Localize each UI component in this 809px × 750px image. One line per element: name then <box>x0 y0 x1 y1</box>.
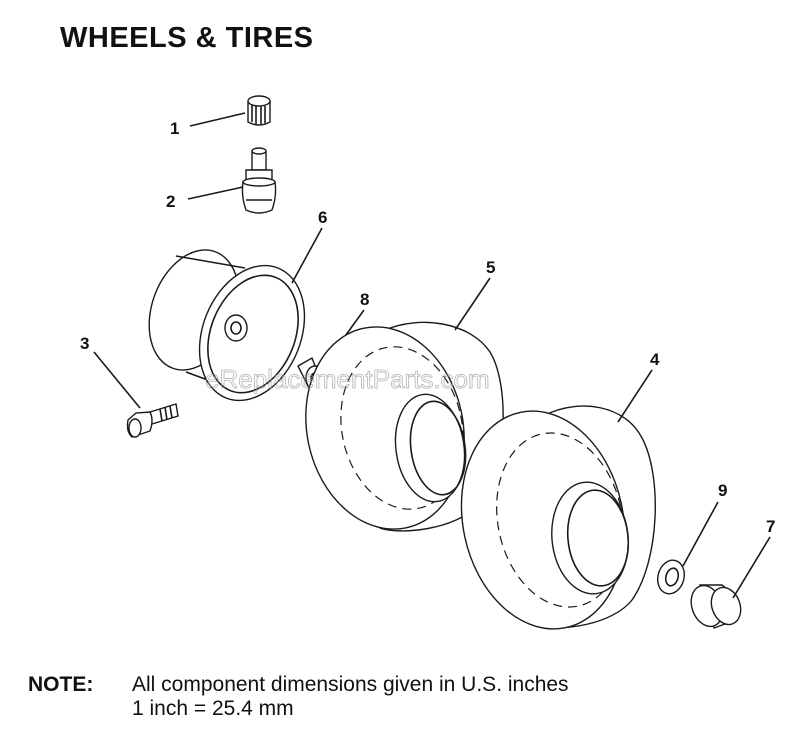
part-3-bolt <box>126 403 179 438</box>
leader-6 <box>291 227 323 284</box>
note-label: NOTE: <box>28 673 94 696</box>
leader-3 <box>93 351 141 409</box>
callout-9: 9 <box>718 481 727 500</box>
part-1-valve-cap <box>247 95 271 126</box>
callout-1: 1 <box>170 119 179 138</box>
part-7-bushing <box>690 584 742 629</box>
part-2-valve-stem <box>241 147 277 214</box>
callout-7: 7 <box>766 517 775 536</box>
note-body: All component dimensions given in U.S. i… <box>132 673 569 721</box>
part-9-washer <box>656 559 686 595</box>
callout-2: 2 <box>166 192 175 211</box>
callout-6: 6 <box>318 208 327 227</box>
leader-2 <box>187 186 244 200</box>
watermark: eReplacementParts.com <box>205 364 490 394</box>
part-4-tire <box>460 405 656 630</box>
callout-5: 5 <box>486 258 495 277</box>
footnote: NOTE: All component dimensions given in … <box>28 673 569 721</box>
leader-5 <box>454 277 491 331</box>
callout-4: 4 <box>650 350 660 369</box>
note-line-2: 1 inch = 25.4 mm <box>132 697 294 720</box>
callout-8: 8 <box>360 290 369 309</box>
part-6-wheel-rim <box>148 249 306 402</box>
page-title: WHEELS & TIRES <box>60 22 314 54</box>
note-line-1: All component dimensions given in U.S. i… <box>132 673 569 696</box>
leader-9 <box>682 501 719 567</box>
leader-1 <box>189 112 246 127</box>
exploded-parts-diagram: 1 2 6 3 8 <box>80 95 775 630</box>
leader-4 <box>617 369 653 423</box>
leader-7 <box>732 536 771 599</box>
callout-3: 3 <box>80 334 89 353</box>
